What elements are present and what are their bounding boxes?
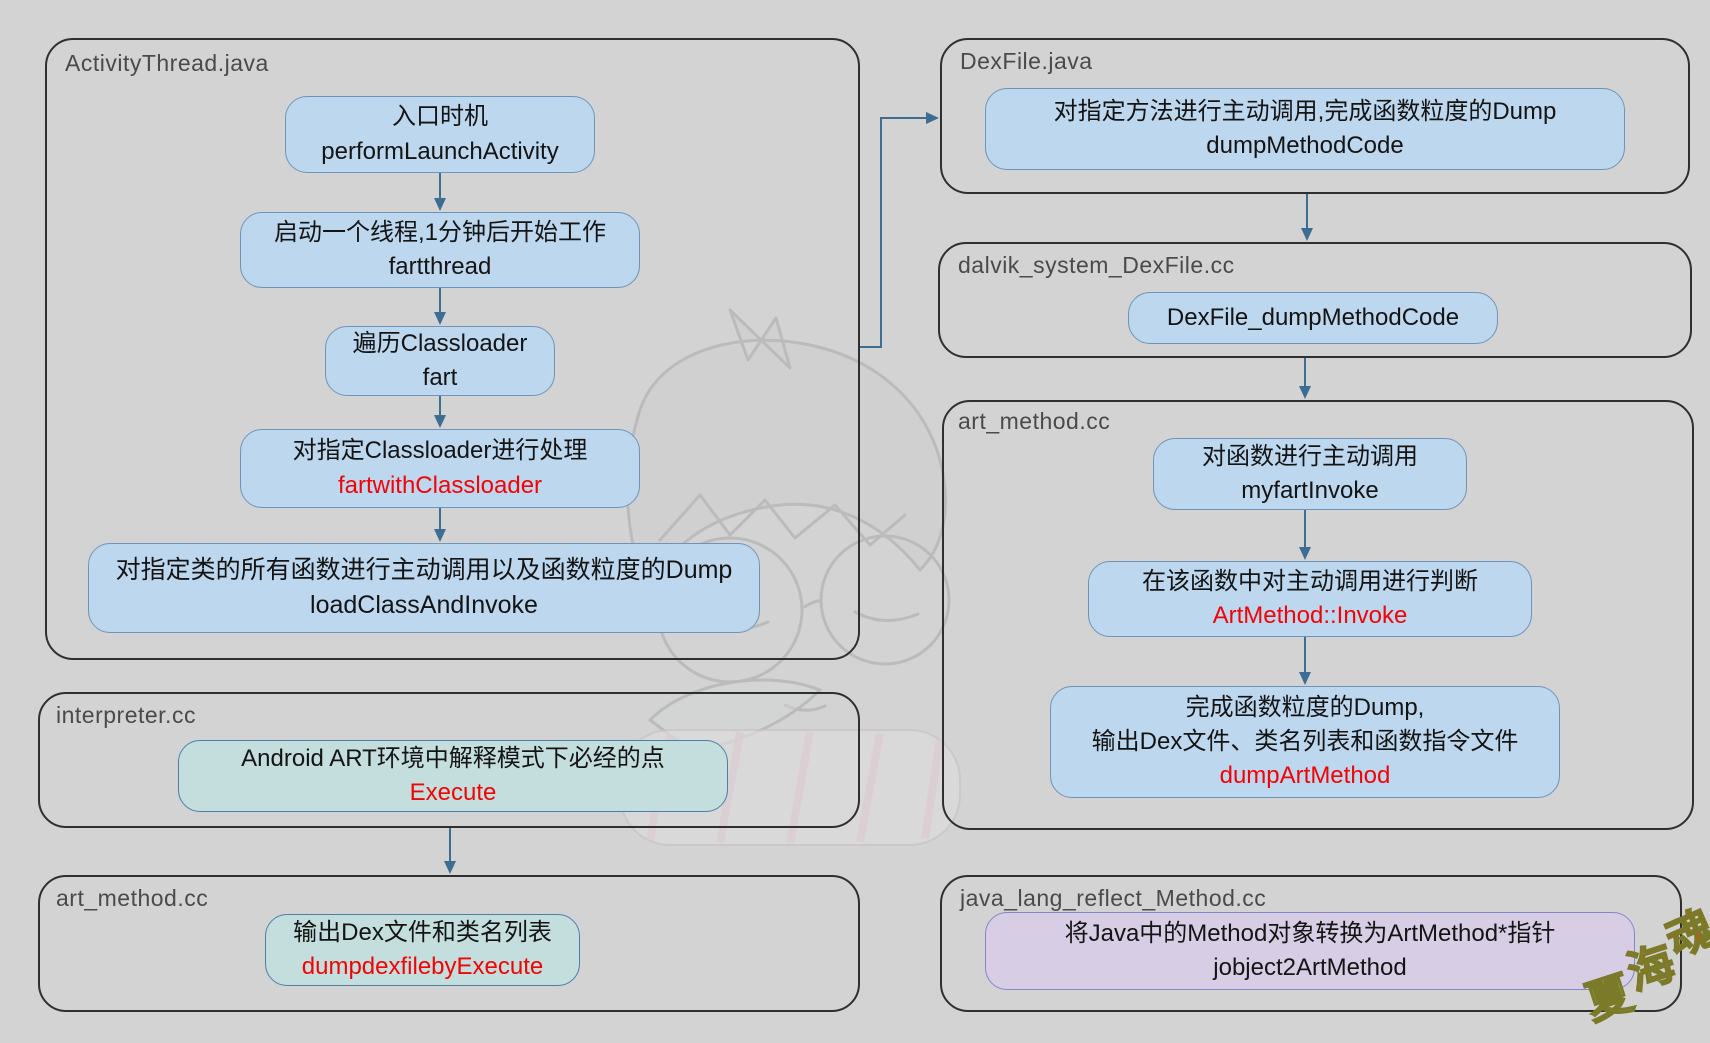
node-line: 输出Dex文件和类名列表 — [293, 918, 552, 946]
node-myfart-invoke: 对函数进行主动调用 myfartInvoke — [1153, 438, 1467, 510]
node-line: 在该函数中对主动调用进行判断 — [1142, 567, 1478, 595]
node-fartwith-classloader: 对指定Classloader进行处理 fartwithClassloader — [240, 429, 640, 508]
node-line: 对函数进行主动调用 — [1202, 442, 1418, 470]
node-line: loadClassAndInvoke — [310, 591, 538, 619]
connector-activitythread-to-dexfile — [860, 112, 939, 348]
node-line: 对指定Classloader进行处理 — [292, 437, 588, 465]
node-line: 完成函数粒度的Dump, — [1185, 693, 1425, 721]
node-dexfile-dump-method-code: DexFile_dumpMethodCode — [1128, 292, 1498, 344]
node-line: DexFile_dumpMethodCode — [1166, 303, 1460, 331]
node-line: fartthread — [388, 253, 492, 280]
container-art-method-cc-left: art_method.cc — [38, 875, 860, 1012]
container-label: java_lang_reflect_Method.cc — [960, 885, 1267, 911]
node-line: 入口时机 — [392, 103, 488, 131]
container-label: dalvik_system_DexFile.cc — [958, 252, 1235, 278]
node-line-function: dumpdexfilebyExecute — [301, 953, 544, 980]
node-dump-method-code: 对指定方法进行主动调用,完成函数粒度的Dump dumpMethodCode — [985, 88, 1625, 170]
container-label: DexFile.java — [960, 48, 1093, 74]
node-line-function: fartwithClassloader — [337, 471, 543, 499]
node-line-function: Execute — [409, 779, 497, 806]
node-line: dumpMethodCode — [1206, 132, 1404, 159]
container-label: art_method.cc — [56, 885, 209, 911]
node-line: Android ART环境中解释模式下必经的点 — [241, 744, 665, 772]
node-load-class-and-invoke: 对指定类的所有函数进行主动调用以及函数粒度的Dump loadClassAndI… — [88, 543, 760, 633]
node-line-function: ArtMethod::Invoke — [1212, 602, 1408, 629]
node-line: 将Java中的Method对象转换为ArtMethod*指针 — [1064, 919, 1556, 947]
container-label: interpreter.cc — [56, 702, 196, 728]
node-line: performLaunchActivity — [321, 137, 559, 165]
node-fartthread: 启动一个线程,1分钟后开始工作 fartthread — [240, 212, 640, 288]
container-label: art_method.cc — [958, 408, 1111, 434]
node-execute: Android ART环境中解释模式下必经的点 Execute — [178, 740, 728, 812]
container-interpreter-cc: interpreter.cc — [38, 692, 860, 828]
container-dexfile-java: DexFile.java — [940, 38, 1690, 194]
node-perform-launch-activity: 入口时机 performLaunchActivity — [285, 96, 595, 173]
node-artmethod-invoke: 在该函数中对主动调用进行判断 ArtMethod::Invoke — [1088, 561, 1532, 637]
node-line: myfartInvoke — [1241, 477, 1379, 504]
container-art-method-cc-right: art_method.cc — [942, 400, 1694, 830]
node-dumpdexfile-by-execute: 输出Dex文件和类名列表 dumpdexfilebyExecute — [265, 914, 580, 986]
container-java-lang-reflect-method-cc: java_lang_reflect_Method.cc — [940, 875, 1682, 1012]
node-line: 对指定类的所有函数进行主动调用以及函数粒度的Dump — [115, 555, 733, 584]
node-line-function: dumpArtMethod — [1219, 762, 1391, 790]
container-dalvik-system-dexfile-cc: dalvik_system_DexFile.cc — [938, 242, 1692, 358]
sleepy-eye-right — [853, 610, 920, 623]
node-fart: 遍历Classloader fart — [325, 326, 555, 396]
node-line: 对指定方法进行主动调用,完成函数粒度的Dump — [1053, 97, 1557, 125]
container-activitythread-java: ActivityThread.java — [45, 38, 860, 660]
node-line: fart — [422, 364, 458, 391]
node-jobject2artmethod: 将Java中的Method对象转换为ArtMethod*指针 jobject2A… — [985, 912, 1635, 990]
container-label: ActivityThread.java — [65, 50, 269, 76]
node-dump-artmethod: 完成函数粒度的Dump, 输出Dex文件、类名列表和函数指令文件 dumpArt… — [1050, 686, 1560, 798]
node-line: 遍历Classloader — [352, 329, 528, 357]
node-line: 输出Dex文件、类名列表和函数指令文件 — [1091, 727, 1519, 755]
node-line: jobject2ArtMethod — [1213, 954, 1407, 981]
node-line: 启动一个线程,1分钟后开始工作 — [273, 218, 606, 246]
